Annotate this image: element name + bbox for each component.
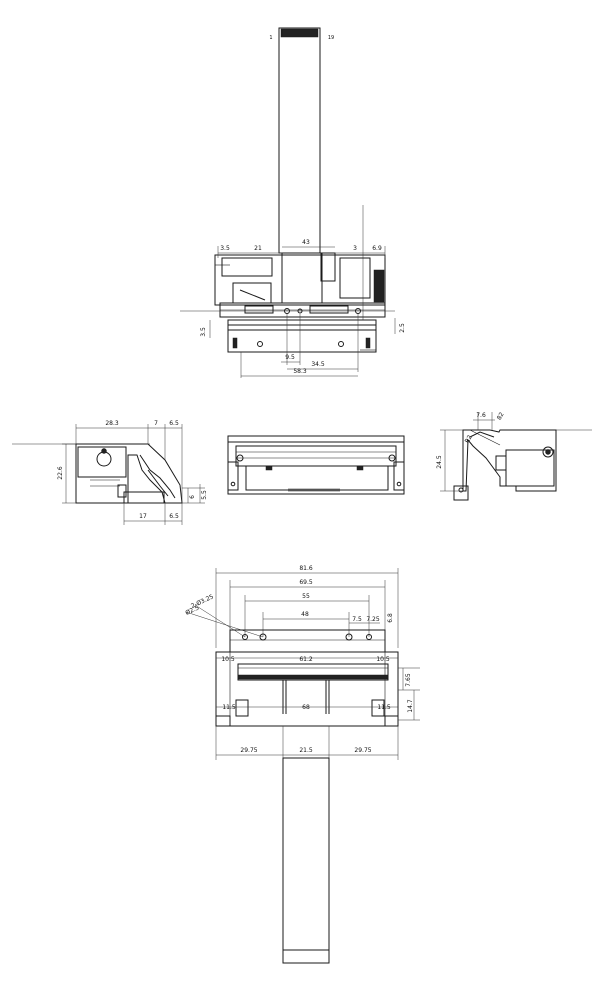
dim-3-5-side: 3.5 [200,327,207,337]
dim-58-3: 58.3 [293,368,307,375]
left-side-view: 28.3 7 6.5 22.6 6 5.5 17 6.5 [12,420,208,525]
dim-r: R2 [464,434,474,445]
front-view [227,435,405,495]
dim-7-25: 7.25 [366,616,380,623]
dim-side-small: 6.8 [387,613,394,623]
dim-61-2: 61.2 [299,656,313,663]
dim-34-5: 34.5 [311,361,325,368]
dim-43: 43 [302,239,310,246]
dim-10-5-right: 10.5 [376,656,390,663]
dim-24-5: 24.5 [436,455,443,469]
dim-5-5: 5.5 [201,490,208,500]
cable-pin-last-label: 19 [328,35,334,41]
dim-6: 6 [189,495,196,499]
dim-9-5: 9.5 [285,354,295,361]
hole-note-2: Ø2.5 [184,604,200,616]
dim-6-5-bottom: 6.5 [169,513,179,520]
dim-11-5-left: 11.5 [222,704,236,711]
bottom-view: 81.6 69.5 55 48 7.5 7.25 6.8 2-Ø3.25 Ø2.… [184,565,420,964]
dim-6-5-top: 6.5 [169,420,179,427]
dim-48: 48 [301,611,309,618]
dim-10-5-left: 10.5 [221,656,235,663]
dim-7-6: 7.6 [476,412,486,419]
dim-3-5: 3.5 [220,245,230,252]
dim-11-5-right: 11.5 [377,704,391,711]
dim-55: 55 [302,593,310,600]
top-view: 3.5 21 43 3 6.9 3.5 2.5 9.5 34.5 58.3 [180,205,406,378]
dim-68: 68 [302,704,310,711]
dim-17: 17 [139,513,147,520]
right-side-view: 7.6 82 R2 24.5 [436,411,592,501]
dim-28-3: 28.3 [105,420,119,427]
dim-21-5: 21.5 [299,747,313,754]
dim-29-75-left: 29.75 [240,747,257,754]
dim-7: 7 [154,420,158,427]
dim-81-6: 81.6 [299,565,313,572]
dim-6-9: 6.9 [372,245,382,252]
dim-29-75-right: 29.75 [354,747,371,754]
cable-pin-first-label: 1 [269,35,272,41]
dim-2-5-side: 2.5 [399,323,406,333]
dim-7-5: 7.5 [352,616,362,623]
dim-21: 21 [254,245,262,252]
dim-14-7: 14.7 [407,699,414,713]
dim-angle: 82 [496,411,506,421]
dim-69-5: 69.5 [299,579,313,586]
dim-3: 3 [353,245,357,252]
dim-7-65: 7.65 [405,673,412,687]
dim-22-6: 22.6 [57,466,64,480]
